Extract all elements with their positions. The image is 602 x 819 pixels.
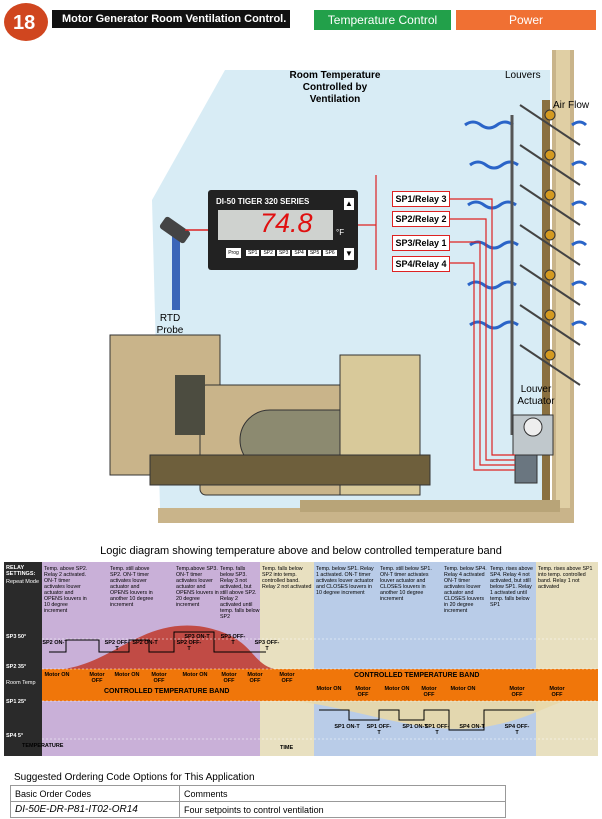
relay-sp1: SP1/Relay 3 bbox=[392, 191, 450, 207]
ordering-comment: Four setpoints to control ventilation bbox=[179, 801, 506, 818]
ordering-header-codes: Basic Order Codes bbox=[10, 785, 180, 802]
ordering-header-comments: Comments bbox=[179, 785, 506, 802]
temperature-axis-label: TEMPERATURE bbox=[22, 743, 64, 749]
relay-wires bbox=[358, 175, 515, 471]
sp6-led: SP6 bbox=[323, 250, 337, 256]
motor-upper-3: Motor ON bbox=[114, 672, 140, 678]
motor-lower-4: Motor OFF bbox=[421, 686, 437, 698]
tab-temperature-control[interactable]: Temperature Control bbox=[314, 10, 451, 30]
page-title: Motor Generator Room Ventilation Control… bbox=[52, 10, 290, 28]
meter-display bbox=[218, 210, 333, 240]
logic-col-8: Temp. below SP4. Relay 4 activated ON-T … bbox=[444, 566, 487, 614]
up-button[interactable]: ▲ bbox=[344, 198, 354, 210]
upper-pulse-7: SP3 OFF-T bbox=[254, 640, 280, 652]
motor-lower-6: Motor OFF bbox=[509, 686, 525, 698]
logic-col-6: Temp. below SP1. Relay 1 activated. ON-T… bbox=[316, 566, 374, 596]
motor-upper-5: Motor ON bbox=[182, 672, 208, 678]
logic-title: Logic diagram showing temperature above … bbox=[100, 545, 502, 557]
meter-reading: 74.8 bbox=[260, 208, 313, 238]
tick-sp1: SP1 25° bbox=[6, 699, 27, 705]
upper-pulse-6: SP3 OFF-T bbox=[220, 634, 246, 646]
motor-upper-2: Motor OFF bbox=[89, 672, 105, 684]
motor-upper-1: Motor ON bbox=[44, 672, 70, 678]
motor-upper-7: Motor OFF bbox=[247, 672, 263, 684]
ordering-title: Suggested Ordering Code Options for This… bbox=[14, 772, 255, 783]
upper-pulse-3: SP2 ON-T bbox=[132, 640, 158, 646]
band-label-right: CONTROLLED TEMPERATURE BAND bbox=[354, 672, 480, 679]
louvers-label: Louvers bbox=[505, 70, 541, 81]
setpoint-leds: SP1 SP2 SP3 SP4 SP5 SP6 bbox=[246, 250, 337, 256]
upper-pulse-1: SP2 ON-T bbox=[42, 640, 68, 646]
upper-pulse-5: SP3 ON-T bbox=[184, 634, 210, 640]
section-number-badge bbox=[4, 3, 48, 41]
relay-sp4: SP4/Relay 4 bbox=[392, 256, 450, 272]
tick-sp3: SP3 50° bbox=[6, 634, 27, 640]
room-temp-label: Room Temp bbox=[6, 680, 36, 686]
logic-col-5: Temp. falls below SP2 into temp. control… bbox=[262, 566, 312, 590]
logic-col-4: Temp. falls below SP3. Relay 3 not activ… bbox=[220, 566, 260, 620]
motor-lower-1: Motor ON bbox=[316, 686, 342, 692]
lower-pulse-5: SP4 ON-T bbox=[459, 724, 485, 730]
louvers bbox=[519, 104, 581, 386]
logic-diagram: RELAY SETTINGS: Repeat Mode Temp. above … bbox=[4, 562, 598, 756]
logic-col-10: Temp. rises above SP1 into temp. control… bbox=[538, 566, 593, 590]
sp1-led: SP1 bbox=[246, 250, 260, 256]
generator bbox=[109, 334, 431, 496]
upper-pulse-2: SP2 OFF-T bbox=[104, 640, 130, 652]
upper-pulse-4: SP2 OFF-T bbox=[176, 640, 202, 652]
lower-pulse-6: SP4 OFF-T bbox=[504, 724, 530, 736]
motor-lower-7: Motor OFF bbox=[549, 686, 565, 698]
airflow-arrows bbox=[464, 120, 588, 330]
logic-col-9: Temp. rises above SP4. Relay 4 not activ… bbox=[490, 566, 533, 608]
sp4-led: SP4 bbox=[292, 250, 306, 256]
lower-pulse-4: SP1 OFF-T bbox=[424, 724, 450, 736]
ordering-code: DI-50E-DR-P81-IT02-OR14 bbox=[10, 801, 180, 818]
room-title: Room Temperature Controlled by Ventilati… bbox=[289, 70, 381, 105]
tick-sp4: SP4 5° bbox=[6, 733, 24, 739]
motor-lower-5: Motor ON bbox=[450, 686, 476, 692]
time-axis-label: TIME bbox=[280, 745, 294, 751]
sp5-led: SP5 bbox=[307, 250, 322, 256]
logic-col-7: Temp. still below SP1. ON-T timer activa… bbox=[380, 566, 432, 602]
section-number: 18 bbox=[13, 12, 36, 34]
logic-col-2: Temp. still above SP2. ON-T timer activa… bbox=[110, 566, 154, 608]
lower-pulse-3: SP1 ON-T bbox=[402, 724, 428, 730]
rtd-probe-label: RTD Probe bbox=[156, 313, 184, 336]
actuator-label: Louver Actuator bbox=[517, 384, 555, 407]
logic-col-1: Temp. above SP2. Relay 2 activated. ON-T… bbox=[44, 566, 88, 614]
motor-lower-3: Motor ON bbox=[384, 686, 410, 692]
lower-pulse-2: SP1 OFF-T bbox=[366, 724, 392, 736]
sp3-led: SP3 bbox=[276, 250, 291, 256]
relay-sp3: SP3/Relay 1 bbox=[392, 235, 450, 251]
motor-upper-8: Motor OFF bbox=[279, 672, 295, 684]
lower-pulse-1: SP1 ON-T bbox=[334, 724, 360, 730]
prog-button[interactable]: Prog bbox=[226, 248, 241, 258]
rtd-probe bbox=[159, 216, 208, 310]
band-label-left: CONTROLLED TEMPERATURE BAND bbox=[104, 688, 230, 695]
relay-sp2: SP2/Relay 2 bbox=[392, 211, 450, 227]
motor-upper-4: Motor OFF bbox=[151, 672, 167, 684]
ordering-table: Basic Order Codes Comments DI-50E-DR-P81… bbox=[10, 785, 506, 818]
controlled-band bbox=[42, 669, 598, 701]
sp2-led: SP2 bbox=[261, 250, 275, 256]
down-button[interactable]: ▼ bbox=[344, 248, 354, 260]
meter-unit: °F bbox=[336, 228, 345, 237]
airflow-label: Air Flow bbox=[553, 100, 590, 111]
tab-power[interactable]: Power bbox=[456, 10, 596, 30]
repeat-mode-label: Repeat Mode bbox=[6, 579, 40, 585]
room-illustration bbox=[109, 50, 588, 523]
motor-upper-6: Motor OFF bbox=[221, 672, 237, 684]
tick-sp2: SP2 35° bbox=[6, 664, 27, 670]
louver-actuator bbox=[512, 414, 554, 484]
motor-lower-2: Motor OFF bbox=[355, 686, 371, 698]
meter-model: DI-50 TIGER 320 SERIES bbox=[216, 197, 310, 206]
logic-col-3: Temp.above SP3. ON-T timer activates lou… bbox=[176, 566, 219, 608]
panel-meter: DI-50 TIGER 320 SERIES 74.8 °F ▲ ▼ Prog … bbox=[208, 190, 358, 270]
relay-settings-label: RELAY SETTINGS: bbox=[6, 565, 36, 577]
